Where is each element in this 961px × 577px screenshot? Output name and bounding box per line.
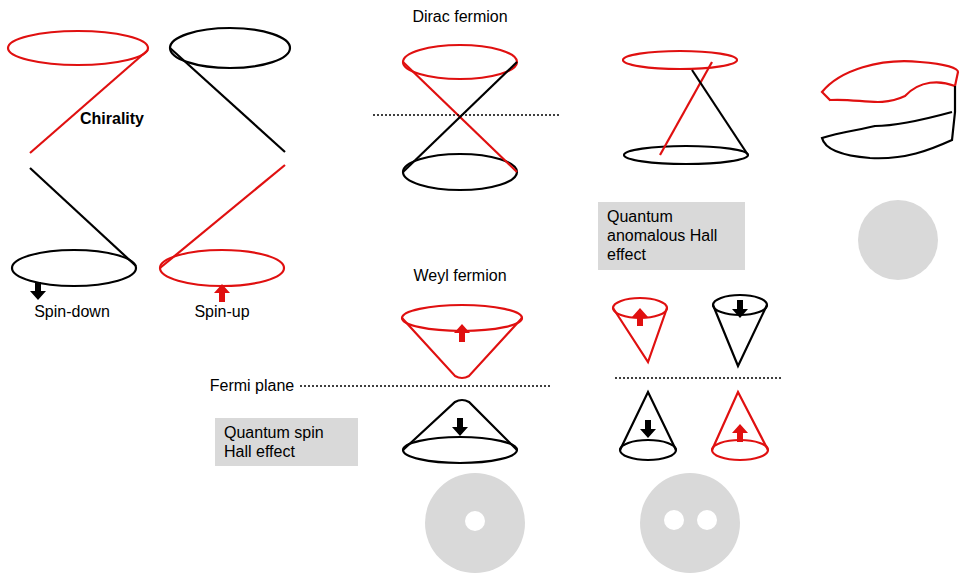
band-ellipse xyxy=(12,250,136,286)
band-ellipse xyxy=(403,437,517,463)
band-line xyxy=(620,392,676,450)
fermi-line xyxy=(300,385,552,387)
band-ellipse xyxy=(623,51,737,69)
text-label: Spin-up xyxy=(194,303,249,321)
disk-hole xyxy=(664,510,684,530)
spin-arrow xyxy=(640,420,656,438)
text-label: Fermi plane xyxy=(210,377,294,395)
topology-disk xyxy=(640,473,740,573)
spin-arrow xyxy=(732,424,748,442)
topology-disk xyxy=(425,473,525,573)
band-ellipse xyxy=(8,31,148,65)
fermi-line xyxy=(615,377,782,379)
band-ellipse xyxy=(160,250,284,286)
band-surface xyxy=(822,86,955,158)
band-ellipse xyxy=(403,45,517,79)
spin-arrow xyxy=(452,418,468,436)
text-label: Weyl fermion xyxy=(413,267,506,285)
box-text: Quantum spin Hall effect xyxy=(224,423,349,461)
band-line xyxy=(692,70,748,155)
text-label: Spin-down xyxy=(34,303,110,321)
band-line xyxy=(660,62,712,155)
band-line xyxy=(170,48,285,152)
band-ellipse xyxy=(712,440,768,460)
disk-hole xyxy=(465,511,485,531)
band-line xyxy=(160,165,285,268)
band-surface xyxy=(822,61,958,102)
band-line xyxy=(403,62,517,172)
band-line xyxy=(403,62,517,172)
band-line xyxy=(402,318,522,378)
band-ellipse xyxy=(620,440,676,460)
band-ellipse xyxy=(624,146,748,164)
topology-disk xyxy=(858,200,938,280)
band-ellipse xyxy=(403,154,517,190)
band-line xyxy=(712,392,768,450)
band-line xyxy=(613,308,667,362)
spin-arrow xyxy=(732,300,748,318)
disk-hole xyxy=(697,510,717,530)
effect-box: Quantum spin Hall effect xyxy=(215,418,358,466)
band-line xyxy=(30,50,148,153)
text-label: Dirac fermion xyxy=(412,8,507,26)
spin-arrow xyxy=(214,284,230,302)
heading-label: Chirality xyxy=(80,110,144,128)
spin-arrow xyxy=(30,282,46,300)
spin-arrow xyxy=(632,308,648,326)
band-line xyxy=(403,400,517,450)
fermi-line xyxy=(373,114,560,116)
box-text: Quantum anomalous Hall effect xyxy=(607,207,736,265)
band-ellipse xyxy=(170,28,290,68)
spin-arrow xyxy=(454,324,470,342)
effect-box: Quantum anomalous Hall effect xyxy=(598,202,745,270)
